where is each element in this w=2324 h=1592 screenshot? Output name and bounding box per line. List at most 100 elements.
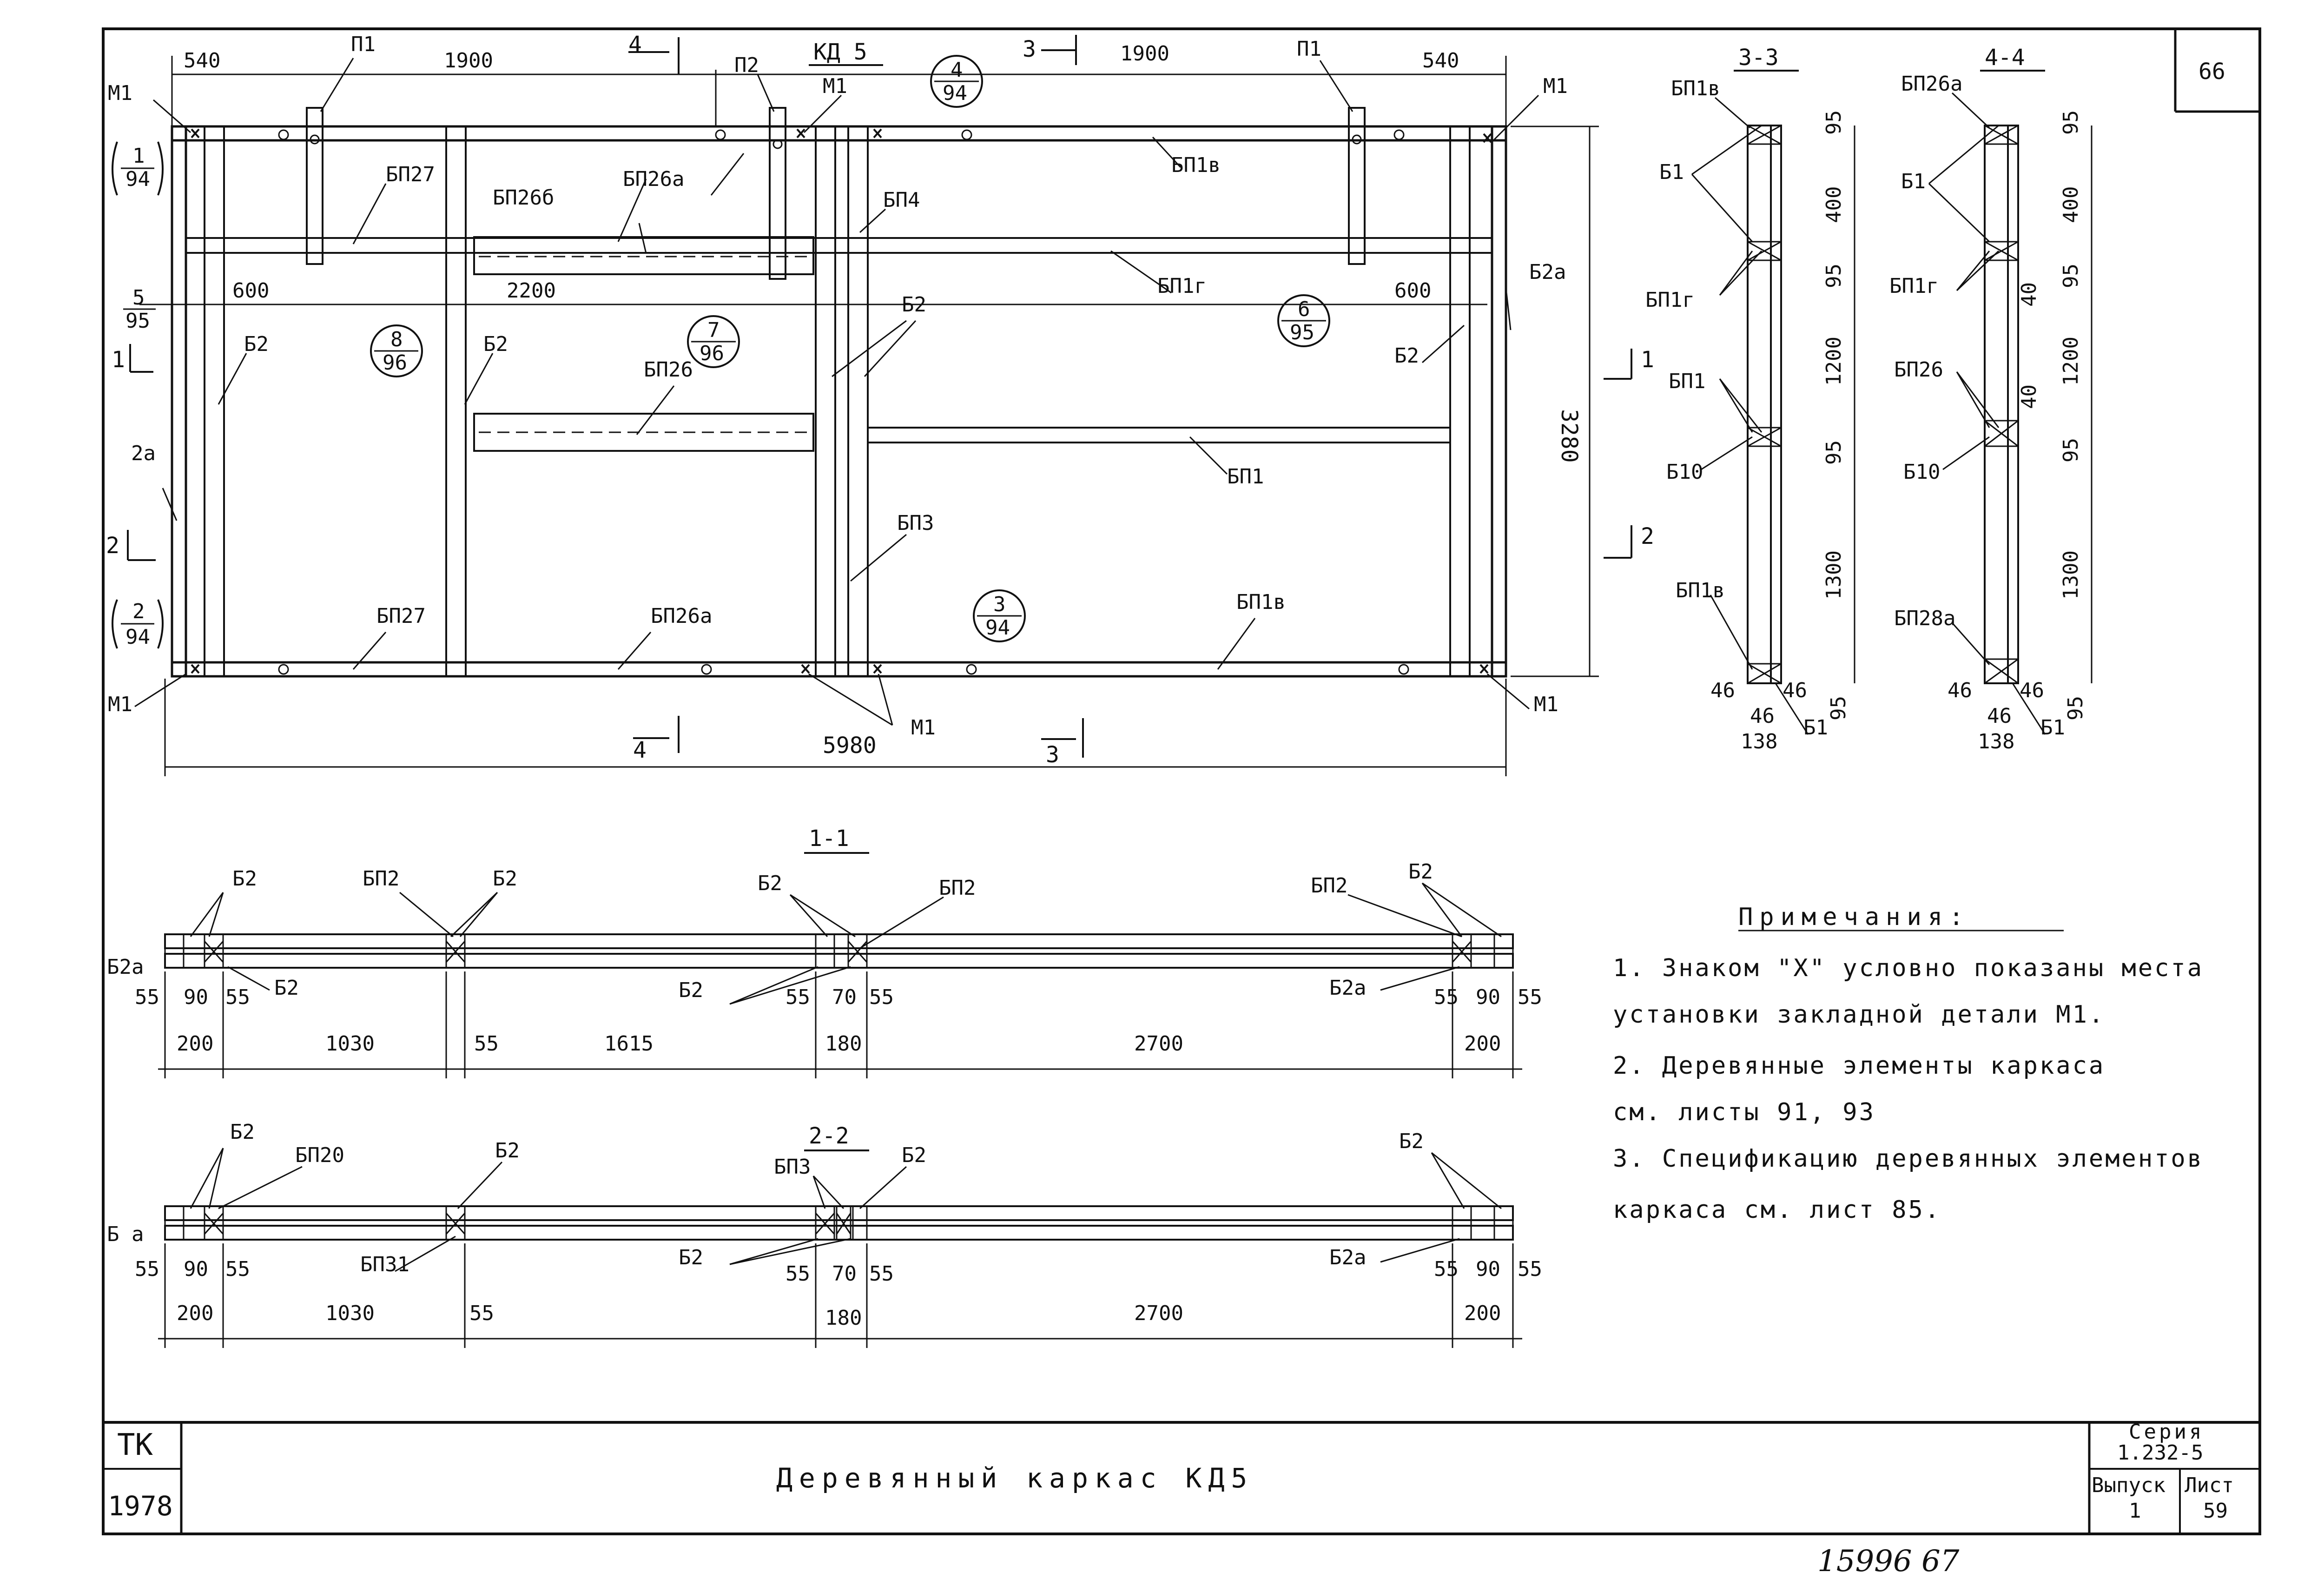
sec44-dim-95-a: 95 — [2059, 110, 2083, 135]
label-bp1: БП1 — [1227, 465, 1264, 489]
issue-value: 1 — [2129, 1499, 2141, 1523]
sec22-label-b2a-right: Б2а — [1329, 1246, 1366, 1269]
sec44-dim-40-b: 40 — [2017, 384, 2041, 409]
section-1-1: 1-1 55 90 55 55 70 55 55 90 55 200 1030 — [107, 826, 1542, 1078]
sec33-dim-1300: 1300 — [1822, 550, 1846, 600]
notes-block: Примечания: 1. Знаком "Х" условно показа… — [1613, 903, 2202, 1224]
sec44-dim-46-mid: 46 — [1987, 704, 2012, 728]
sec33-dim-46-left: 46 — [1710, 679, 1735, 702]
section-mark-3-top: 3 — [1023, 35, 1077, 65]
sec44-label-bp26: БП26 — [1894, 358, 1943, 382]
section-3-3-title: 3-3 — [1738, 45, 1779, 71]
sec44-label-bp28a: БП28а — [1894, 607, 1955, 630]
sec33-dim-95-c: 95 — [1822, 440, 1846, 465]
sec11-label-b2a-left: Б2а — [107, 955, 144, 979]
svg-text:4: 4 — [951, 58, 963, 82]
section-mark-4-bottom: 4 — [633, 716, 680, 763]
title-block: ТК 1978 Деревянный каркас КД5 Серия 1.23… — [103, 1420, 2260, 1534]
sheet-label: Лист — [2185, 1473, 2234, 1497]
label-bp1v-bottom: БП1в — [1236, 590, 1286, 614]
sec44-dim-400: 400 — [2059, 186, 2083, 223]
sec44-label-b1: Б1 — [1901, 170, 1926, 193]
sec33-label-b1-bottom: Б1 — [1803, 716, 1828, 740]
sec44-dim-95-d: 95 — [2064, 696, 2087, 720]
callout-6-95: 6 95 — [1277, 294, 1330, 347]
sec22-dim-90-b: 90 — [1476, 1257, 1500, 1281]
sec33-label-bp1v-top: БП1в — [1671, 77, 1720, 100]
dim-top-540-right: 540 — [1422, 49, 1459, 73]
label-m1-bottom-center: М1 — [911, 716, 936, 740]
sec22-label-bp31: БП31 — [360, 1253, 409, 1276]
label-bp1g: БП1г — [1157, 274, 1207, 298]
sheet-frame: 66 — [102, 27, 2261, 1535]
sec11-dim-90-a: 90 — [184, 985, 208, 1009]
sec11-dim-90-b: 90 — [1476, 985, 1500, 1009]
label-p1-left: П1 — [351, 33, 376, 56]
sec22-dim-55-d: 55 — [869, 1262, 894, 1286]
svg-text:8: 8 — [390, 328, 403, 351]
title-block-org: ТК — [117, 1428, 153, 1462]
label-2a-left: 2а — [131, 442, 156, 465]
sec22-label-b2a-left: Б а — [107, 1222, 144, 1246]
label-bp27-bottom: БП27 — [376, 604, 426, 628]
sec22-label-b2-l1: Б2 — [230, 1120, 255, 1144]
svg-text:5: 5 — [132, 286, 145, 310]
issue-label: Выпуск — [2092, 1473, 2166, 1497]
label-b2-right: Б2 — [1394, 344, 1419, 368]
sec33-label-b1: Б1 — [1659, 160, 1684, 184]
svg-text:3: 3 — [993, 593, 1006, 616]
svg-text:94: 94 — [985, 616, 1010, 640]
plan-title: КД 5 — [813, 39, 867, 65]
sec44-dim-40-a: 40 — [2017, 282, 2041, 307]
dim-top-1900-right: 1900 — [1120, 42, 1169, 66]
label-p2: П2 — [734, 53, 759, 77]
label-b2a-right: Б2а — [1529, 260, 1566, 284]
sec22-dim-55-main: 55 — [469, 1301, 494, 1325]
dim-overall-width: 5980 — [823, 733, 877, 759]
label-bp27-top: БП27 — [386, 163, 435, 186]
svg-text:96: 96 — [700, 342, 724, 365]
sec11-dim-1030: 1030 — [325, 1032, 375, 1056]
m1-cross-markers — [191, 128, 1492, 674]
label-m1-top-left: М1 — [108, 81, 132, 105]
label-m1-bottom-left: М1 — [108, 693, 132, 716]
sec44-dim-1200: 1200 — [2059, 337, 2083, 386]
sec33-dim-46-right: 46 — [1783, 679, 1807, 702]
section-2-2: 2-2 55 90 55 55 70 55 55 90 55 200 — [107, 1120, 1542, 1348]
sec33-dim-46-mid: 46 — [1750, 704, 1775, 728]
sec22-dim-180: 180 — [825, 1306, 862, 1330]
sec11-dim-55-f: 55 — [1518, 985, 1542, 1009]
svg-text:95: 95 — [125, 309, 150, 333]
svg-text:6: 6 — [1298, 297, 1310, 321]
section-4-4-crossed-boxes — [1984, 125, 2019, 684]
svg-text:94: 94 — [125, 167, 150, 191]
drawing-title: Деревянный каркас КД5 — [776, 1462, 1254, 1494]
sec11-label-b2-l1: Б2 — [232, 867, 257, 891]
sec11-label-b2-m1: Б2 — [493, 867, 517, 891]
svg-text:94: 94 — [125, 625, 150, 649]
title-block-year: 1978 — [108, 1490, 173, 1522]
sec11-dim-200-left: 200 — [177, 1032, 213, 1056]
sec33-label-bp1g: БП1г — [1645, 288, 1695, 312]
section-mark-3-bottom: 3 — [1041, 718, 1084, 768]
svg-text:4: 4 — [628, 32, 642, 58]
svg-text:2: 2 — [132, 600, 145, 623]
label-m1-top-right: М1 — [1543, 74, 1568, 98]
label-bp4: БП4 — [883, 188, 920, 212]
sec33-dim-95-b: 95 — [1822, 264, 1846, 288]
section-3-3: 3-3 95 400 95 1200 95 1300 95 46 46 46 1… — [1645, 45, 1855, 753]
dim-mid-2200: 2200 — [507, 279, 556, 303]
corner-sheet-number: 66 — [2199, 59, 2225, 85]
svg-text:1: 1 — [1641, 347, 1654, 373]
footer-handwritten-note: 15996 67 — [1817, 1544, 1960, 1579]
sec11-label-b2a-right: Б2а — [1329, 976, 1366, 1000]
sec33-dim-400: 400 — [1822, 186, 1846, 223]
label-b2-mid: Б2 — [483, 332, 508, 356]
sec11-dim-70: 70 — [832, 985, 857, 1009]
label-m1-top-center: М1 — [823, 74, 847, 98]
sec11-label-b2-l2: Б2 — [274, 976, 299, 1000]
section-4-4: 4-4 95 400 95 1200 95 1300 95 40 40 46 4… — [1889, 45, 2093, 753]
svg-text:1: 1 — [112, 347, 125, 373]
dim-top-1900-left: 1900 — [444, 49, 493, 73]
sec33-label-b10: Б10 — [1666, 460, 1703, 484]
